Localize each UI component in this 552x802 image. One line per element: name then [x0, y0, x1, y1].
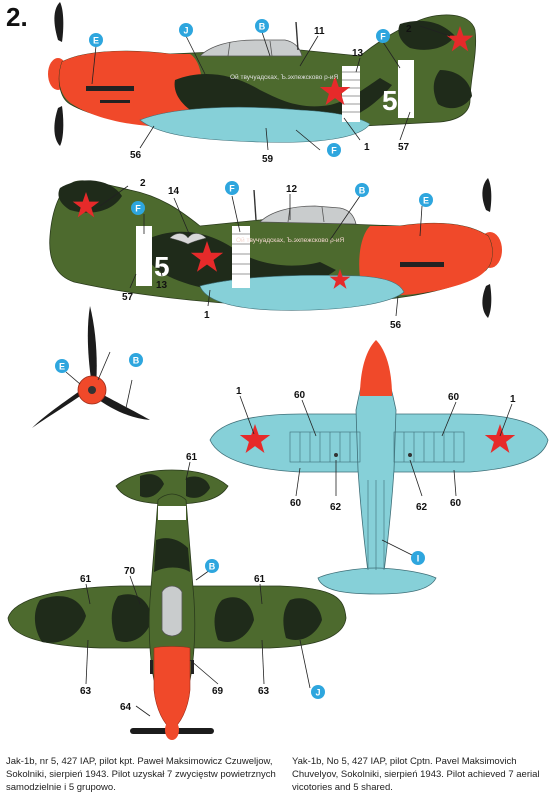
label-62-right: 62 — [416, 502, 428, 513]
label-61-right: 61 — [254, 574, 266, 585]
label-60-left-top: 60 — [294, 390, 306, 401]
label-64: 64 — [120, 702, 132, 713]
label-56-top: 56 — [130, 150, 142, 161]
underside-view — [209, 340, 549, 595]
leader-lines — [65, 25, 513, 717]
callout-b-top-profile: B — [255, 19, 269, 33]
svg-text:B: B — [133, 356, 140, 366]
label-60-right-top: 60 — [448, 392, 460, 403]
callout-j-top-profile: J — [179, 23, 193, 37]
tactical-number-5-right: 5 — [154, 251, 170, 282]
top-view — [7, 469, 347, 740]
callout-i-underside: I — [411, 551, 425, 565]
callout-b-propeller: B — [129, 353, 143, 367]
callout-b-top-view: B — [205, 559, 219, 573]
callout-f-bottom-profile-left: F — [131, 201, 145, 215]
label-63-left: 63 — [80, 686, 92, 697]
callout-f-bottom-profile-band: F — [225, 181, 239, 195]
callout-e-propeller: E — [55, 359, 69, 373]
svg-text:F: F — [331, 146, 337, 156]
eagle-emblem — [169, 233, 207, 245]
reference-numbers: 11 2 13 56 59 1 57 2 14 12 57 13 1 56 1 … — [80, 24, 516, 713]
label-60-left-bottom: 60 — [290, 498, 302, 509]
propeller-front-view — [32, 306, 150, 428]
label-1-top: 1 — [364, 142, 370, 153]
label-61-left: 61 — [80, 574, 92, 585]
fuselage-inscription-left: Ой твучуадсках, Ъ.эхпежсково р-иЯ — [230, 73, 339, 81]
tactical-number-5-left: 5 — [382, 85, 398, 116]
svg-text:E: E — [93, 36, 99, 46]
label-14: 14 — [168, 186, 180, 197]
label-2-top: 2 — [406, 24, 412, 35]
label-11: 11 — [314, 26, 325, 37]
callout-e-top-profile: E — [89, 33, 103, 47]
svg-text:B: B — [209, 562, 216, 572]
callout-f-top-profile-band: F — [376, 29, 390, 43]
label-13-top: 13 — [352, 48, 364, 59]
label-57-bottom: 57 — [122, 292, 134, 303]
svg-text:J: J — [183, 26, 188, 36]
svg-text:E: E — [59, 362, 65, 372]
label-60-right-bottom: 60 — [450, 498, 462, 509]
fuselage-inscription-right: Ой твучуадсках, Ъ.эхпежсково р-иЯ — [236, 236, 345, 244]
label-56-bottom: 56 — [390, 320, 402, 331]
label-63-right: 63 — [258, 686, 270, 697]
label-1-underside-left: 1 — [236, 386, 242, 397]
plate-number: 2. — [6, 2, 28, 32]
svg-text:F: F — [229, 184, 235, 194]
label-70: 70 — [124, 566, 136, 577]
label-1-bottom: 1 — [204, 310, 210, 321]
caption-english: Yak-1b, No 5, 427 IAP, pilot Cptn. Pavel… — [292, 756, 540, 793]
label-61-tail: 61 — [186, 452, 198, 463]
callout-f-top-profile-underside: F — [327, 143, 341, 157]
svg-text:B: B — [259, 22, 266, 32]
right-side-profile: 5 Ой твучуадсках, Ъ.эхпежсково р-иЯ — [49, 178, 502, 318]
paint-callouts: E J B F F F F B — [55, 19, 433, 699]
svg-text:J: J — [315, 688, 320, 698]
svg-text:E: E — [423, 196, 429, 206]
callout-b-bottom-profile: B — [355, 183, 369, 197]
label-13-bottom: 13 — [156, 280, 168, 291]
label-2-bottom: 2 — [140, 178, 146, 189]
label-12: 12 — [286, 184, 298, 195]
svg-text:F: F — [135, 204, 141, 214]
label-59: 59 — [262, 154, 274, 165]
callout-j-top-view: J — [311, 685, 325, 699]
label-1-underside-right: 1 — [510, 394, 516, 405]
label-57-top: 57 — [398, 142, 410, 153]
svg-text:F: F — [380, 32, 386, 42]
callout-e-bottom-profile: E — [419, 193, 433, 207]
left-side-profile: 5 Ой твучуадсках, Ъ.эхпежсково р-иЯ — [48, 2, 477, 146]
label-62-left: 62 — [330, 502, 342, 513]
label-69: 69 — [212, 686, 224, 697]
svg-text:I: I — [417, 554, 420, 564]
svg-text:B: B — [359, 186, 366, 196]
caption-polish: Jak-1b, nr 5, 427 IAP, pilot kpt. Paweł … — [6, 756, 276, 793]
